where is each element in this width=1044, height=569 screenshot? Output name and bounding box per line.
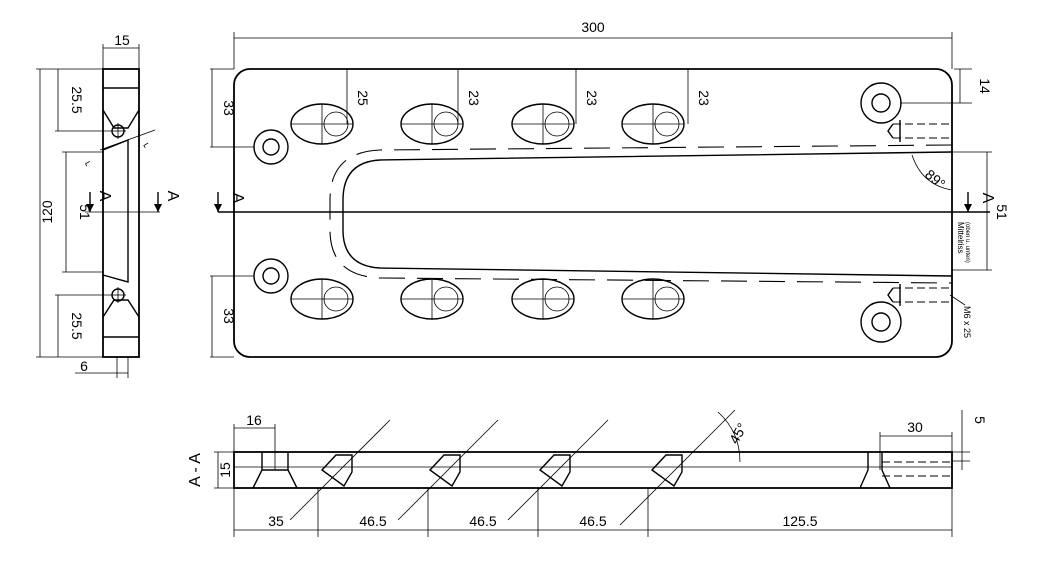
section-dim-thickness-15: 15 xyxy=(217,462,233,478)
angled-bore-3 xyxy=(507,419,609,521)
taper-slot-inner xyxy=(342,151,953,277)
side-dim-thickness-15: 15 xyxy=(114,32,130,48)
dim-end-33-top: 33 xyxy=(221,100,237,116)
counterbore-hole-top-right xyxy=(860,82,902,124)
side-dim-25-5-bottom: 25.5 xyxy=(69,312,85,339)
centerline-note: Mittelriss xyxy=(956,222,965,254)
svg-text:⌐: ⌐ xyxy=(140,138,152,152)
side-section-right: A xyxy=(164,191,181,202)
section-dim-right-30: 30 xyxy=(907,419,923,435)
section-dim-end-125-5: 125.5 xyxy=(782,513,817,529)
angled-bore-4 xyxy=(619,409,736,526)
angled-bore-2 xyxy=(397,419,499,521)
side-dim-height-120: 120 xyxy=(39,200,55,224)
side-dim-bottom-6: 6 xyxy=(80,358,88,374)
top-view: 300 14 25 23 23 23 33 33 51 89° xyxy=(210,19,1010,358)
angled-hole-row-top xyxy=(290,103,685,145)
section-view: 45° A - A 15 16 30 5 35 46.5 46.5 xyxy=(187,409,988,537)
thread-note: M6 x 25 xyxy=(962,306,972,338)
angled-bore-1 xyxy=(289,419,391,521)
dim-slot-25: 25 xyxy=(355,90,371,106)
plate-outline xyxy=(233,68,953,358)
counterbore-hole-bottom-left xyxy=(253,258,289,294)
dim-width-14: 14 xyxy=(977,78,993,94)
dim-slot-23-a: 23 xyxy=(466,90,482,106)
side-dim-25-5-top: 25.5 xyxy=(69,86,85,113)
dim-overall-length: 300 xyxy=(581,19,605,35)
centerline-subnote: (oben u. unten) xyxy=(964,222,970,263)
counterbore-hole-top-left xyxy=(253,129,289,165)
dim-slot-23-b: 23 xyxy=(584,90,600,106)
section-outline xyxy=(233,451,953,489)
taper-slot-outer xyxy=(329,144,953,284)
tapped-hole-top xyxy=(887,120,950,142)
counterbore-hole-bottom-right xyxy=(860,301,902,343)
section-marker-left: A xyxy=(229,193,246,204)
dim-end-33-bottom: 33 xyxy=(221,308,237,324)
section-dim-spacing-46-5-b: 46.5 xyxy=(469,513,496,529)
section-dim-spacing-35: 35 xyxy=(268,513,284,529)
section-marker-right: A xyxy=(979,193,996,204)
side-view: ⌐ ⌐ 15 120 25.5 25.5 51 6 xyxy=(36,32,181,378)
tapped-hole-bottom xyxy=(887,284,950,306)
angled-hole-row-bottom xyxy=(290,278,685,320)
dim-slot-51: 51 xyxy=(994,204,1010,220)
side-outline xyxy=(102,68,140,358)
section-dim-spacing-46-5-a: 46.5 xyxy=(359,513,386,529)
section-dim-right-5: 5 xyxy=(972,416,988,424)
svg-text:⌐: ⌐ xyxy=(82,156,94,170)
section-angle-45: 45° xyxy=(726,420,750,446)
dim-slot-23-c: 23 xyxy=(696,90,712,106)
section-title: A - A xyxy=(187,453,204,487)
side-section-left: A xyxy=(96,191,113,202)
section-dim-spacing-46-5-c: 46.5 xyxy=(579,513,606,529)
section-dim-counterbore-16: 16 xyxy=(246,412,262,428)
